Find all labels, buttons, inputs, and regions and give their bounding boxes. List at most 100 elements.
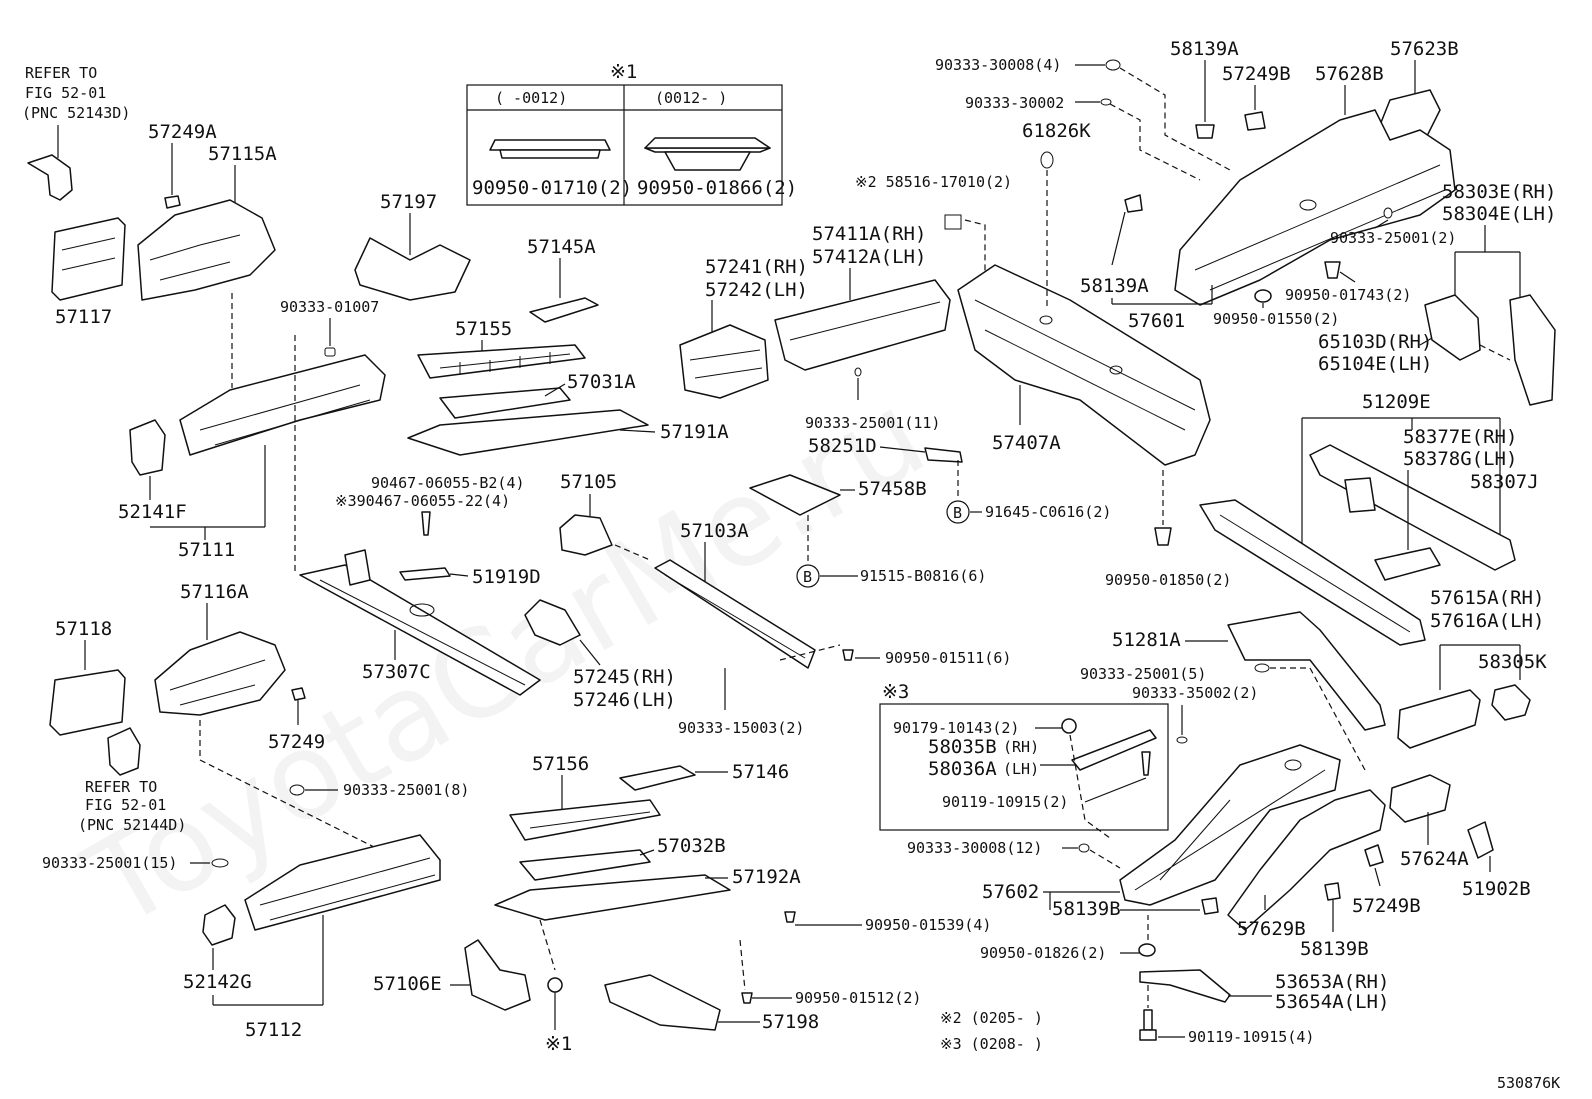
label-90950-01550: 90950-01550(2) — [1213, 310, 1339, 328]
legend-3: ※3 (0208- ) — [940, 1035, 1043, 1053]
part-58305K-icon — [1491, 684, 1531, 721]
part-57031A-icon — [439, 387, 571, 419]
label-57145A: 57145A — [527, 236, 596, 258]
label-90333-35002: 90333-35002(2) — [1132, 684, 1258, 702]
part-58377E-icon — [1309, 444, 1516, 571]
grommet-icon — [1154, 527, 1172, 546]
mark-1-bottom: ※1 — [545, 1033, 572, 1055]
label-57242: 57242(LH) — [705, 279, 808, 301]
label-57249A: 57249A — [148, 121, 217, 143]
part-57032B-icon — [519, 849, 651, 881]
part-57145A-icon — [529, 297, 599, 323]
part-57197-icon — [354, 237, 471, 301]
label-57249: 57249 — [268, 731, 325, 753]
bracket-52144d-icon — [107, 727, 141, 776]
label-57241: 57241(RH) — [705, 256, 808, 278]
label-58303E: 58303E(RH) — [1442, 181, 1556, 203]
label-57103A: 57103A — [680, 520, 749, 542]
label-57615A: 57615A(RH) — [1430, 587, 1544, 609]
label-57116A: 57116A — [180, 581, 249, 603]
inset-3-box: 90179-10143(2) 58035B (RH) 58036A (LH) 9… — [879, 703, 1169, 831]
part-57407A-icon — [957, 264, 1211, 466]
label-90333-15003: 90333-15003(2) — [678, 719, 804, 737]
label-90467-06055-B2: 90467-06055-B2(4) — [371, 474, 525, 492]
part-51902B-icon — [1467, 821, 1494, 859]
label-58377E: 58377E(RH) — [1403, 426, 1517, 448]
label-57411A: 57411A(RH) — [812, 223, 926, 245]
label-90333-25001-11: 90333-25001(11) — [805, 414, 940, 432]
part-57105-icon — [559, 514, 613, 556]
label-51209E: 51209E — [1362, 391, 1431, 413]
label-57245: 57245(RH) — [573, 666, 676, 688]
label-58036A-side: (LH) — [1003, 760, 1039, 778]
part-57241-icon — [679, 324, 769, 399]
label-57616A: 57616A(LH) — [1430, 610, 1544, 632]
label-53654A: 53654A(LH) — [1275, 991, 1389, 1013]
label-90950-01826: 90950-01826(2) — [980, 944, 1106, 962]
label-58378G: 58378G(LH) — [1403, 448, 1517, 470]
part-57192A-icon — [494, 874, 731, 921]
refer-text: FIG 52-01 — [25, 84, 106, 102]
part-57411A-icon — [774, 279, 951, 371]
part-57106E-icon — [464, 939, 531, 1011]
callout-b-icon — [946, 500, 970, 524]
label-57156: 57156 — [532, 753, 589, 775]
label-90950-01743: 90950-01743(2) — [1285, 286, 1411, 304]
clip-icon — [741, 992, 753, 1004]
callout-b-label: B — [803, 568, 812, 586]
label-57307C: 57307C — [362, 661, 431, 683]
label-58139B-left: 58139B — [1052, 898, 1121, 920]
label-51919D: 51919D — [472, 566, 541, 588]
label-90179-10143: 90179-10143(2) — [893, 719, 1019, 737]
label-57115A: 57115A — [208, 143, 277, 165]
legend-2: ※2 (0205- ) — [940, 1009, 1043, 1027]
label-57105: 57105 — [560, 471, 617, 493]
label-57601: 57601 — [1128, 310, 1185, 332]
label-57146: 57146 — [732, 761, 789, 783]
label-58251D: 58251D — [808, 435, 877, 457]
label-57246: 57246(LH) — [573, 689, 676, 711]
label-57106E: 57106E — [373, 973, 442, 995]
label-90333-25001-2: 90333-25001(2) — [1330, 229, 1456, 247]
label-90333-30002: 90333-30002 — [965, 94, 1064, 112]
label-90333-01007: 90333-01007 — [280, 298, 379, 316]
refer-text: (PNC 52143D) — [22, 104, 130, 122]
bolt-icon — [1141, 751, 1151, 776]
label-57031A: 57031A — [567, 371, 636, 393]
label-58305K: 58305K — [1478, 651, 1547, 673]
refer-fig-52-01-top: REFER TO FIG 52-01 (PNC 52143D) — [22, 64, 130, 201]
part-65103D-icon — [1424, 294, 1481, 361]
label-58304E: 58304E(LH) — [1442, 203, 1556, 225]
part-57615A-icon — [1397, 689, 1481, 749]
nut-icon — [1061, 718, 1077, 734]
label-58035B: 58035B — [928, 736, 997, 758]
bracket-52143d-icon — [27, 154, 73, 201]
label-57623B: 57623B — [1390, 38, 1459, 60]
part-57198-icon — [604, 974, 721, 1031]
clip-icon — [1324, 261, 1341, 279]
label-90950-01512: 90950-01512(2) — [795, 989, 921, 1007]
label-90950-01850: 90950-01850(2) — [1105, 571, 1231, 589]
part-57156-icon — [509, 799, 661, 841]
label-58307J: 58307J — [1470, 471, 1539, 493]
label-57628B: 57628B — [1315, 63, 1384, 85]
clip-icon — [291, 687, 306, 701]
grommet-icon — [1138, 943, 1156, 957]
label-57192A: 57192A — [732, 866, 801, 888]
label-57412A: 57412A(LH) — [812, 246, 926, 268]
label-90950-01866: 90950-01866(2) — [637, 177, 797, 199]
label-57249B-top: 57249B — [1222, 63, 1291, 85]
label-57249B-bottom: 57249B — [1352, 895, 1421, 917]
label-57197: 57197 — [380, 191, 437, 213]
label-90333-25001-15: 90333-25001(15) — [42, 854, 177, 872]
label-57624A: 57624A — [1400, 848, 1469, 870]
inset1-col1-header: ( -0012) — [495, 89, 567, 107]
refer-text: (PNC 52144D) — [78, 816, 186, 834]
part-57111-icon — [179, 354, 386, 456]
part-57245-icon — [524, 599, 581, 646]
label-61826K: 61826K — [1022, 120, 1091, 142]
bolt-icon — [1143, 1009, 1153, 1031]
label-90333-25001-5: 90333-25001(5) — [1080, 665, 1206, 683]
grommet-icon — [1254, 289, 1272, 303]
